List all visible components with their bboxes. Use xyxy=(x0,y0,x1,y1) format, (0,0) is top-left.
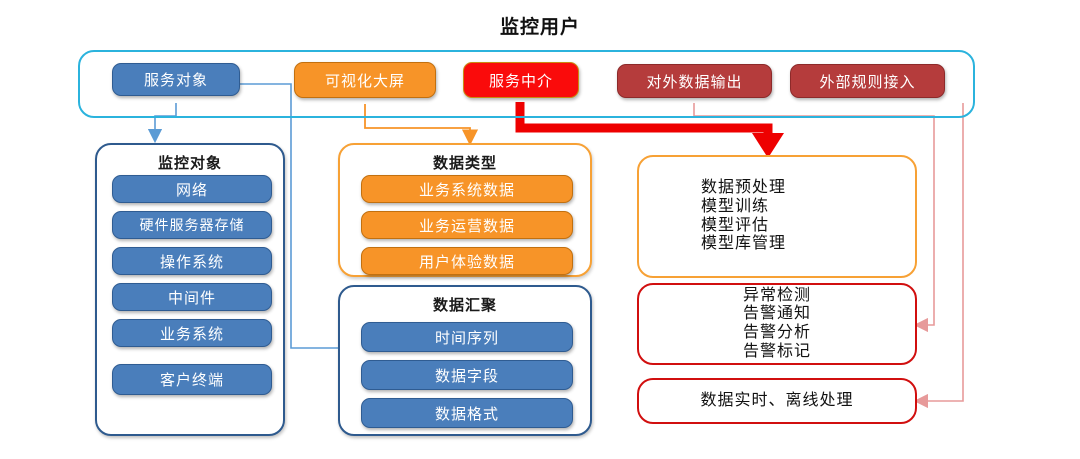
item-user-experience-data[interactable]: 用户体验数据 xyxy=(361,247,573,275)
group-data-aggregation-title: 数据汇聚 xyxy=(432,297,497,314)
item-business-system-data[interactable]: 业务系统数据 xyxy=(361,175,573,203)
panel-realtime-offline-processing: 数据实时、离线处理 xyxy=(637,378,917,424)
panel-line-model-training: 模型训练 xyxy=(701,197,770,215)
panel-line-model-evaluation: 模型评估 xyxy=(701,216,770,234)
item-client-terminal[interactable]: 客户终端 xyxy=(112,364,272,395)
panel-alarm: 异常检测 告警通知 告警分析 告警标记 xyxy=(637,283,917,365)
node-visual-dashboard[interactable]: 可视化大屏 xyxy=(294,62,436,98)
node-external-rule-access[interactable]: 外部规则接入 xyxy=(790,64,945,98)
item-business-system[interactable]: 业务系统 xyxy=(112,319,272,347)
panel-line-alarm-marking: 告警标记 xyxy=(742,342,811,360)
panel-line-alarm-analysis: 告警分析 xyxy=(742,324,811,341)
panel-line-data-preprocess: 数据预处理 xyxy=(701,179,787,197)
item-business-operation-data[interactable]: 业务运营数据 xyxy=(361,211,573,239)
item-network[interactable]: 网络 xyxy=(112,175,272,203)
node-external-data-output[interactable]: 对外数据输出 xyxy=(617,64,772,98)
item-middleware[interactable]: 中间件 xyxy=(112,283,272,311)
page-title: 监控用户 xyxy=(499,17,580,38)
item-data-field[interactable]: 数据字段 xyxy=(361,360,573,390)
panel-model-lifecycle: 数据预处理 模型训练 模型评估 模型库管理 xyxy=(637,155,917,278)
group-data-aggregation: 数据汇聚 时间序列 数据字段 数据格式 xyxy=(338,285,592,436)
group-monitor-object: 监控对象 网络 硬件服务器存储 操作系统 中间件 业务系统 客户终端 xyxy=(95,143,285,436)
node-service-broker[interactable]: 服务中介 xyxy=(463,62,579,98)
group-data-type: 数据类型 业务系统数据 业务运营数据 用户体验数据 xyxy=(338,143,592,277)
user-layer-container xyxy=(78,50,975,118)
item-operating-system[interactable]: 操作系统 xyxy=(112,247,272,275)
item-time-series[interactable]: 时间序列 xyxy=(361,322,573,352)
node-service-object[interactable]: 服务对象 xyxy=(112,63,240,96)
wire-rules-to-processing xyxy=(913,103,964,409)
item-hardware-server-storage[interactable]: 硬件服务器存储 xyxy=(112,211,272,239)
panel-line-realtime-offline: 数据实时、离线处理 xyxy=(700,391,854,409)
item-data-format[interactable]: 数据格式 xyxy=(361,398,573,428)
panel-line-alarm-notification: 告警通知 xyxy=(742,305,811,323)
panel-line-anomaly-detection: 异常检测 xyxy=(742,286,811,304)
group-data-type-title: 数据类型 xyxy=(432,155,497,172)
group-monitor-object-title: 监控对象 xyxy=(157,155,222,172)
panel-line-model-repo-management: 模型库管理 xyxy=(701,235,787,253)
